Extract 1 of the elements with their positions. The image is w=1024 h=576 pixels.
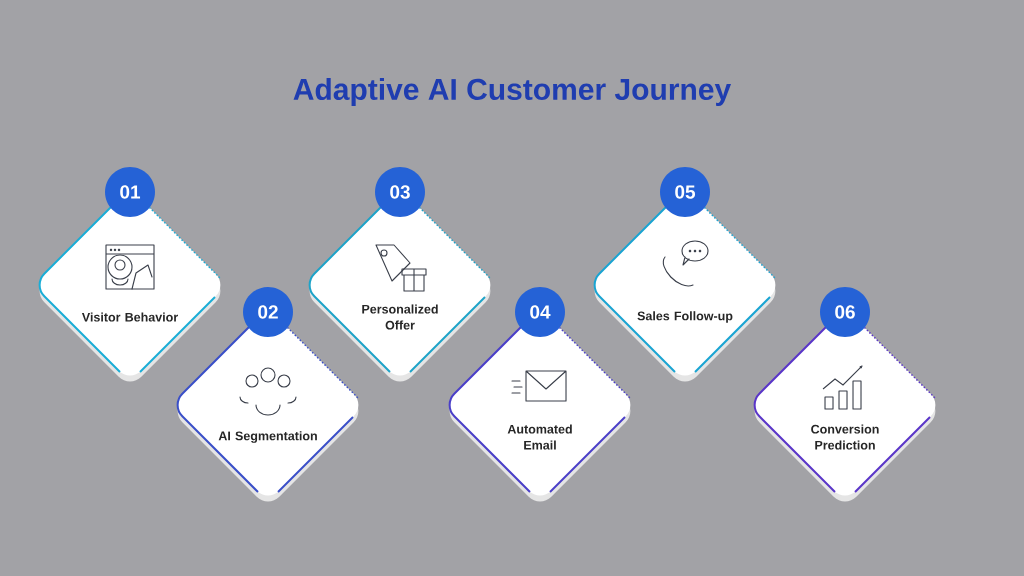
title: Adaptive AI Customer Journey	[293, 78, 732, 106]
